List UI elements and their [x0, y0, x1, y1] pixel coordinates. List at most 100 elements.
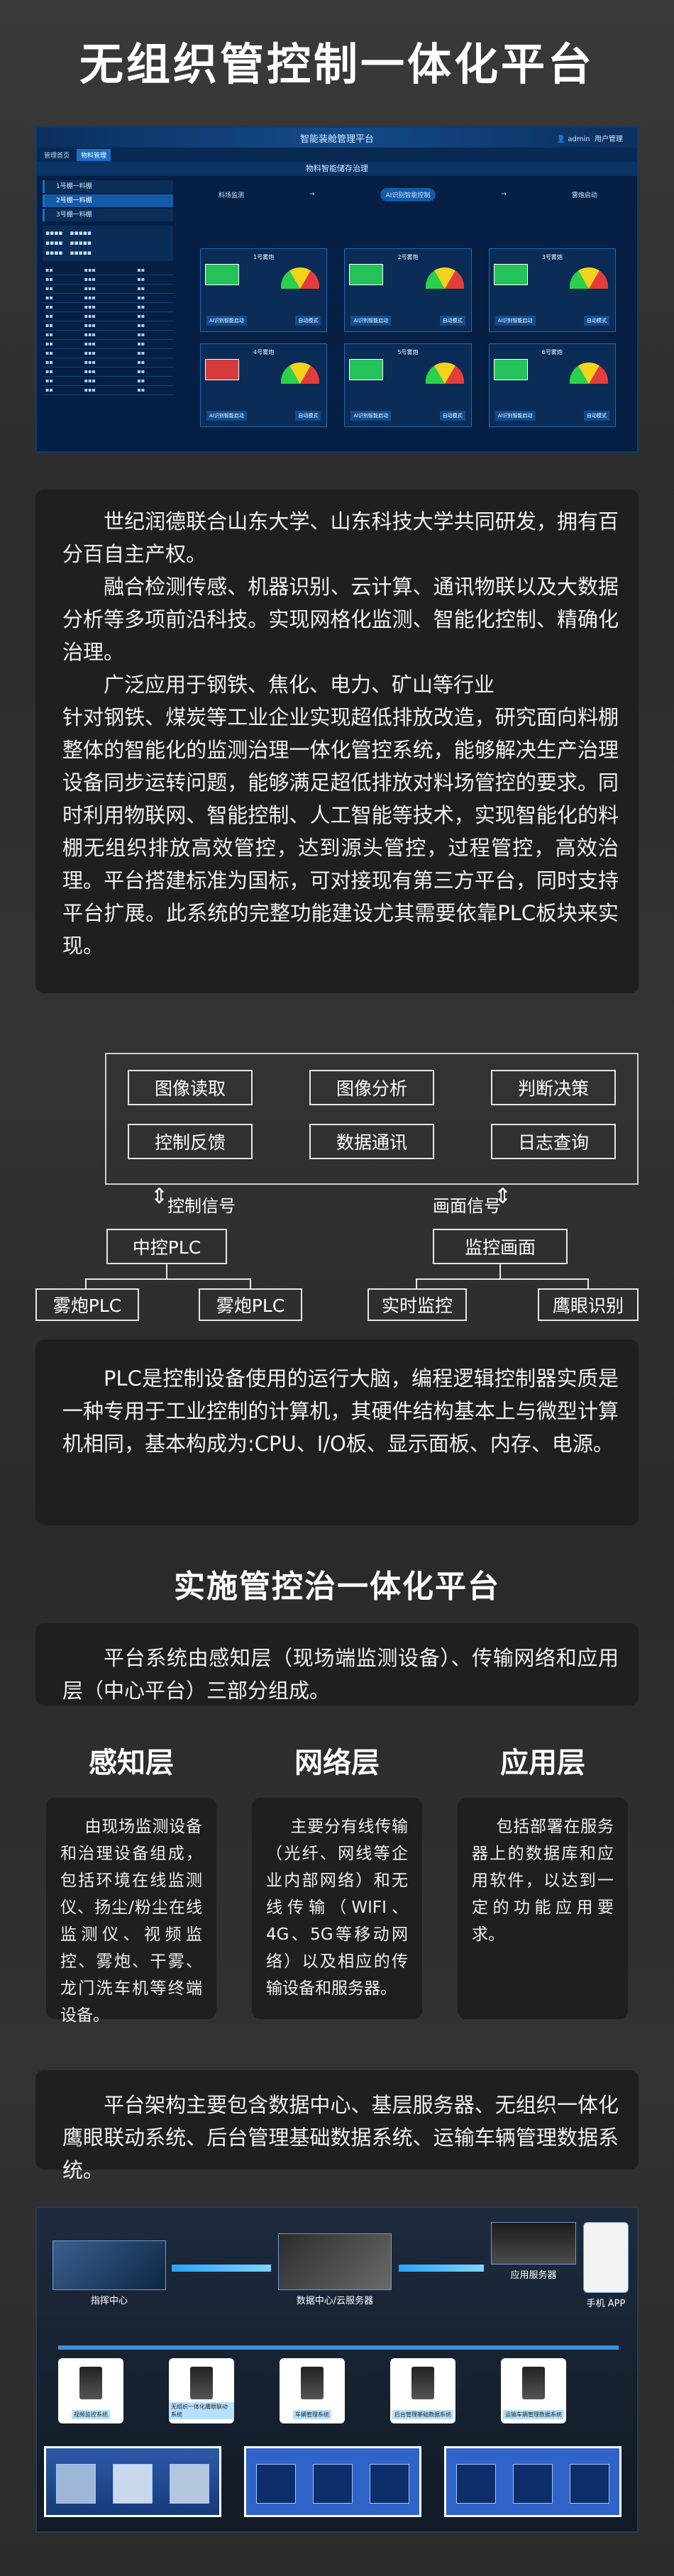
card-name: 3号雾炮	[541, 254, 563, 260]
monitor-screen-image	[170, 2464, 209, 2504]
double-arrow-icon: ⇕	[494, 1184, 512, 1209]
user-icon: 👤	[556, 135, 566, 143]
device-icon	[313, 2464, 353, 2504]
connector	[587, 1278, 589, 1290]
dashboard-menu-item: 2号棚一料棚	[43, 194, 173, 207]
double-arrow-icon: ⇕	[150, 1184, 169, 1209]
fog-cannon-card: 3号雾炮 AI识别智能启动 自动模式	[488, 248, 616, 332]
card-name: 6号雾炮	[541, 349, 563, 355]
card-button: AI识别智能启动	[350, 411, 392, 421]
layer-title: 网络层	[294, 1747, 380, 1779]
device-icon	[570, 2464, 609, 2504]
page-title: 无组织管控制一体化平台	[79, 38, 595, 90]
architecture-figure: 指挥中心 数据中心/云服务器 应用服务器 手机 APP 视频监控系统 无组织一体…	[35, 2206, 639, 2533]
dashboard-menu-item: 3号棚一料棚	[43, 209, 173, 221]
gauge-icon	[425, 363, 464, 384]
tile-label: 后台管理基础数据系统	[392, 2410, 453, 2419]
diagram-box: 日志查询	[491, 1124, 616, 1159]
info-row: ▪▪▪▪▪▪▪▪▪	[45, 250, 92, 257]
vehicle-panel	[444, 2446, 621, 2517]
tile-label: 视频监控系统	[72, 2410, 110, 2419]
plc-paragraph: PLC是控制设备使用的运行大脑，编程逻辑控制器实质是一种专用于工业控制的计算机，…	[62, 1366, 619, 1456]
card-button: 自动模式	[583, 411, 609, 421]
status-indicator	[493, 264, 528, 285]
video-signal-label: 画面信号	[433, 1196, 501, 1216]
tile-label: 无组织一体化鹰眼联动系统	[169, 2402, 234, 2419]
platform-paragraph: 平台系统由感知层（现场端监测设备）、传输网络和应用层（中心平台）三部分组成。	[62, 1646, 619, 1703]
monitoring-panel	[44, 2446, 221, 2517]
intro-paragraph: 广泛应用于钢铁、焦化、电力、矿山等行业	[104, 673, 495, 697]
architecture-panel: 平台架构主要包含数据中心、基层服务器、无组织一体化鹰眼联动系统、后台管理基础数据…	[35, 2070, 639, 2182]
dashboard-main: 料场监测 → AI识别智能控制 → 雾炮启动 1号雾炮 AI识别智能启动 自动模…	[179, 176, 637, 451]
layer-title: 应用层	[500, 1747, 585, 1779]
tile-label: 车辆管理系统	[293, 2410, 331, 2419]
gauge-icon	[569, 267, 608, 289]
status-indicator	[205, 264, 239, 285]
fog-cannon-card: 2号雾炮 AI识别智能启动 自动模式	[344, 248, 472, 332]
diagram-box: 判断决策	[491, 1070, 616, 1105]
command-center-node: 指挥中心	[53, 2240, 166, 2306]
plc-panel: PLC是控制设备使用的运行大脑，编程逻辑控制器实质是一种专用于工业控制的计算机，…	[35, 1339, 639, 1525]
link-arrow	[399, 2265, 484, 2272]
flow-step: AI识别智能控制	[380, 187, 436, 201]
command-center-label: 指挥中心	[90, 2296, 128, 2306]
system-tile: 后台管理基础数据系统	[390, 2358, 455, 2423]
fog-cannon-card: 1号雾炮 AI识别智能启动 自动模式	[200, 248, 328, 332]
device-icon	[456, 2464, 496, 2504]
phone-icon	[583, 2222, 629, 2293]
connector	[416, 1278, 417, 1290]
platform-panel: 平台系统由感知层（现场端监测设备）、传输网络和应用层（中心平台）三部分组成。	[35, 1623, 639, 1706]
card-name: 2号雾炮	[397, 254, 419, 260]
link-arrow	[172, 2265, 271, 2272]
realtime-monitor-box: 实时监控	[368, 1288, 467, 1321]
connector	[499, 1264, 501, 1278]
app-servers-node: 应用服务器	[491, 2222, 576, 2281]
fog-cannon-card: 6号雾炮 AI识别智能启动 自动模式	[488, 343, 616, 427]
intro-paragraph: 针对钢铁、煤炭等工业企业实现超低排放改造，研究面向料棚整体的智能化的监测治理一体…	[62, 705, 619, 958]
intro-paragraph: 融合检测传感、机器识别、云计算、通讯物联以及大数据分析等多项前沿科技。实现网格化…	[62, 575, 619, 664]
server-rack-image	[278, 2233, 392, 2290]
flow-arrow-icon: →	[501, 191, 507, 198]
servers-image	[491, 2222, 576, 2265]
diagram-box: 图像分析	[309, 1070, 434, 1105]
card-name: 1号雾炮	[253, 254, 275, 260]
connector	[250, 1278, 251, 1290]
fog-plc-box: 雾炮PLC	[35, 1288, 139, 1321]
app-servers-label: 应用服务器	[510, 2270, 557, 2281]
info-row: ▪▪▪▪▪▪▪▪▪	[45, 240, 92, 247]
gauge-icon	[281, 267, 320, 289]
central-plc-box: 中控PLC	[106, 1229, 227, 1264]
intro-paragraph: 世纪润德联合山东大学、山东科技大学共同研发，拥有百分百自主产权。	[62, 509, 619, 566]
mobile-app-label: 手机 APP	[586, 2299, 626, 2309]
card-name: 5号雾炮	[397, 349, 419, 355]
dashboard-app-title: 智能装舱管理平台	[299, 133, 374, 145]
dashboard-user-center: 用户管理	[595, 135, 623, 143]
eagle-eye-box: 鹰眼识别	[538, 1288, 639, 1321]
connector	[416, 1278, 589, 1280]
data-center-node: 数据中心/云服务器	[278, 2233, 392, 2306]
mobile-app-node: 手机 APP	[583, 2222, 629, 2309]
system-tile: 运输车辆管理数据系统	[501, 2358, 566, 2423]
control-panel	[244, 2446, 421, 2517]
card-name: 4号雾炮	[253, 349, 275, 355]
dashboard-info-box: ▪▪▪▪▪▪▪▪▪ ▪▪▪▪▪▪▪▪▪ ▪▪▪▪▪▪▪▪▪	[43, 226, 173, 261]
dashboard-nav-item: 管理首页	[44, 152, 70, 160]
monitor-screen-image	[113, 2464, 153, 2504]
dashboard-user-name: admin	[568, 135, 590, 143]
layer-description: 由现场监测设备和治理设备组成，包括环境在线监测仪、扬尘/粉尘在线监测仪、视频监控…	[46, 1798, 216, 2025]
connector	[166, 1264, 167, 1278]
section-title: 实施管控治一体化平台	[174, 1569, 500, 1605]
connector	[85, 1278, 87, 1290]
flow-step: 雾炮启动	[571, 192, 597, 199]
dashboard-mini-table: ▪▪▪▪▪▪▪ ▪▪▪▪▪▪▪ ▪▪▪▪▪▪▪ ▪▪▪▪▪▪▪ ▪▪▪▪▪▪▪ …	[43, 265, 173, 395]
system-tile: 无组织一体化鹰眼联动系统	[169, 2358, 234, 2423]
dashboard-screenshot: 智能装舱管理平台 👤 admin 用户管理 管理首页 物料管理 物料智能储存治理…	[35, 126, 639, 453]
card-button: 自动模式	[439, 411, 465, 421]
dashboard-cards: 1号雾炮 AI识别智能启动 自动模式 2号雾炮 AI识别智能启动 自动模式 3号…	[186, 248, 630, 427]
monitor-screen-image	[56, 2464, 96, 2504]
dashboard-header: 智能装舱管理平台 👤 admin 用户管理	[37, 128, 637, 148]
diagram-box: 控制反馈	[128, 1124, 253, 1159]
gauge-icon	[281, 363, 320, 384]
fog-cannon-card: 4号雾炮 AI识别智能启动 自动模式	[200, 343, 328, 427]
